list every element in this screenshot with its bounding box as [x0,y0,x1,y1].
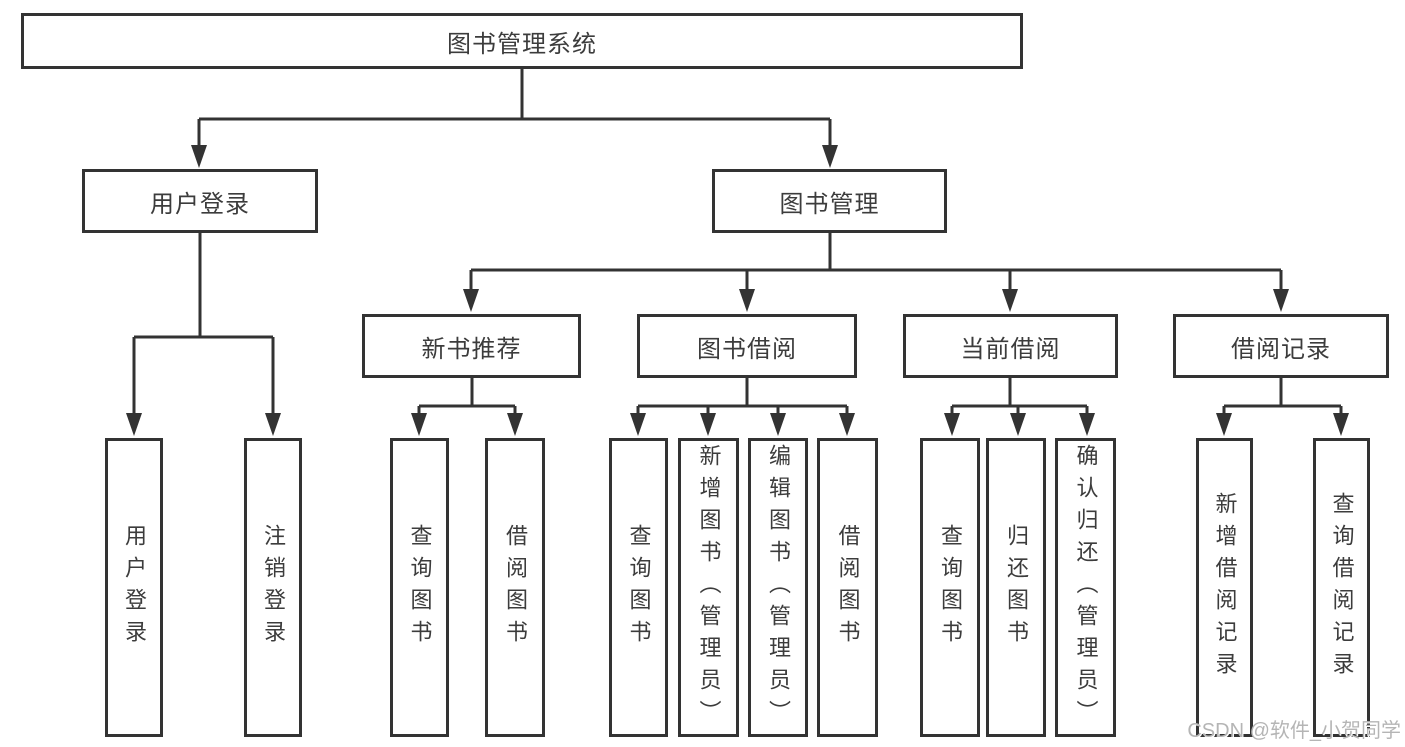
leaf-confirm-return-admin: 确认归还（管理员） [1055,438,1116,737]
leaf-return-books-label: 归还图书 [1004,523,1029,652]
leaf-add-books-admin: 新增图书（管理员） [678,438,739,737]
leaf-query-books-current: 查询图书 [920,438,980,737]
node-book-management-label: 图书管理 [779,190,880,218]
node-current-borrow-label: 当前借阅 [960,335,1061,363]
node-new-book-recommend-label: 新书推荐 [421,335,522,363]
connector-book-borrow-to-leaves [630,378,855,436]
node-borrow-records: 借阅记录 [1173,314,1389,378]
leaf-user-login: 用户登录 [105,438,163,737]
leaf-query-borrow-record: 查询借阅记录 [1313,438,1370,737]
leaf-borrow-books-recommend-label: 借阅图书 [503,523,528,652]
node-book-borrow: 图书借阅 [637,314,857,378]
connector-current-borrow-to-leaves [944,378,1095,436]
leaf-edit-books-admin: 编辑图书（管理员） [748,438,808,737]
watermark-text: CSDN @软件_小贺同学 [1187,720,1401,742]
node-borrow-records-label: 借阅记录 [1231,335,1331,363]
leaf-query-books-recommend-label: 查询图书 [407,523,433,652]
leaf-return-books: 归还图书 [986,438,1046,737]
node-user-login-label: 用户登录 [150,190,250,218]
connector-new-book-recommend-to-leaves [411,378,523,436]
node-book-management: 图书管理 [712,169,947,233]
connector-borrow-records-to-leaves [1216,378,1349,436]
leaf-query-books-recommend: 查询图书 [390,438,449,737]
leaf-borrow-books-recommend: 借阅图书 [485,438,545,737]
root-node-library-system: 图书管理系统 [21,13,1023,69]
connector-root-to-level2 [191,69,838,168]
leaf-query-books-borrow: 查询图书 [609,438,668,737]
node-current-borrow: 当前借阅 [903,314,1118,378]
leaf-query-books-current-label: 查询图书 [938,523,963,652]
leaf-confirm-return-admin-label: 确认归还（管理员） [1073,443,1099,732]
connector-user-login-to-leaves [126,233,281,436]
node-new-book-recommend: 新书推荐 [362,314,581,378]
leaf-borrow-books: 借阅图书 [817,438,878,737]
root-node-label: 图书管理系统 [447,30,597,58]
leaf-query-borrow-record-label: 查询借阅记录 [1329,491,1355,684]
connector-book-management-to-level3 [463,233,1289,312]
leaf-user-login-label: 用户登录 [122,523,147,652]
leaf-logout-label: 注销登录 [261,523,286,652]
leaf-add-books-admin-label: 新增图书（管理员） [696,443,722,732]
leaf-logout: 注销登录 [244,438,302,737]
node-book-borrow-label: 图书借阅 [697,335,797,363]
leaf-add-borrow-record-label: 新增借阅记录 [1212,491,1238,684]
leaf-borrow-books-label: 借阅图书 [835,523,861,652]
leaf-query-books-borrow-label: 查询图书 [626,523,652,652]
leaf-add-borrow-record: 新增借阅记录 [1196,438,1253,737]
leaf-edit-books-admin-label: 编辑图书（管理员） [766,443,791,732]
node-user-login: 用户登录 [82,169,318,233]
